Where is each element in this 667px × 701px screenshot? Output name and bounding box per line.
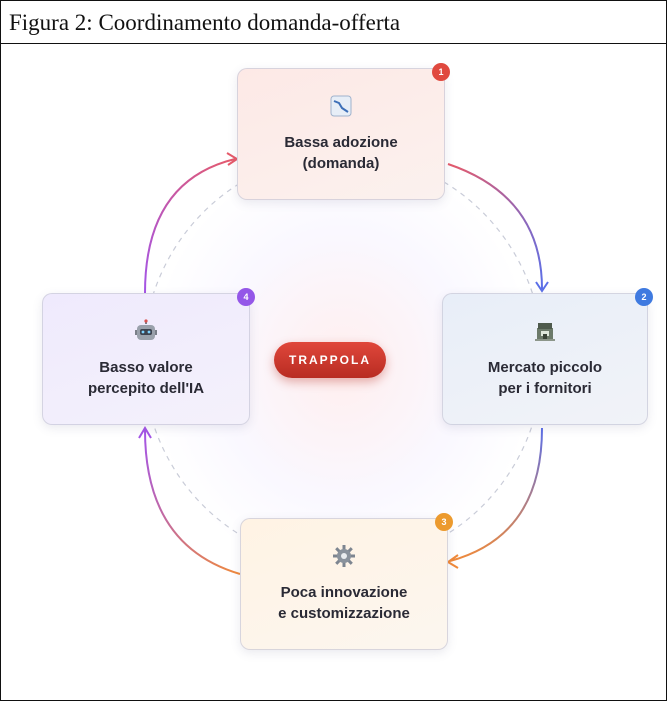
arrow-2-to-3 xyxy=(449,427,543,562)
arrow-3-to-4 xyxy=(144,429,241,575)
arrow-1-to-2-head xyxy=(535,281,549,293)
step-card-3: 3 Poca innovazione e customizzazione xyxy=(240,513,453,650)
step-label-2: Mercato piccolo per i fornitori xyxy=(487,359,603,397)
declining-chart-icon xyxy=(330,95,352,117)
arrow-1-to-2 xyxy=(447,163,543,290)
step-badge-3: 3 xyxy=(435,513,453,531)
figure-caption: Figura 2: Coordinamento domanda-offerta xyxy=(1,1,666,44)
shop-icon xyxy=(535,323,555,341)
trap-pill: TRAPPOLA xyxy=(274,342,386,378)
step-badge-4: 4 xyxy=(237,288,255,306)
step-badge-1: 1 xyxy=(432,63,450,81)
arrow-3-to-4-head xyxy=(138,426,152,439)
step-card-4: 4 Basso valore percepito dell'IA xyxy=(42,288,255,425)
step-card-2: 2 Mercato piccolo per i fornitori xyxy=(442,288,653,425)
step-label-3: Poca innovazione e customizzazione xyxy=(278,584,410,622)
step-label-4: Basso valore percepito dell'IA xyxy=(87,359,205,397)
cycle-diagram: 1 Bassa adozione (domanda) 2 Mercato pic… xyxy=(2,46,665,700)
arrow-4-to-1 xyxy=(144,158,236,294)
arrow-2-to-3-head xyxy=(446,554,459,569)
step-badge-2: 2 xyxy=(635,288,653,306)
gear-icon xyxy=(333,545,355,567)
step-label-1: Bassa adozione (domanda) xyxy=(284,134,398,172)
robot-icon xyxy=(135,319,157,340)
step-card-1: 1 Bassa adozione (domanda) xyxy=(237,63,450,200)
